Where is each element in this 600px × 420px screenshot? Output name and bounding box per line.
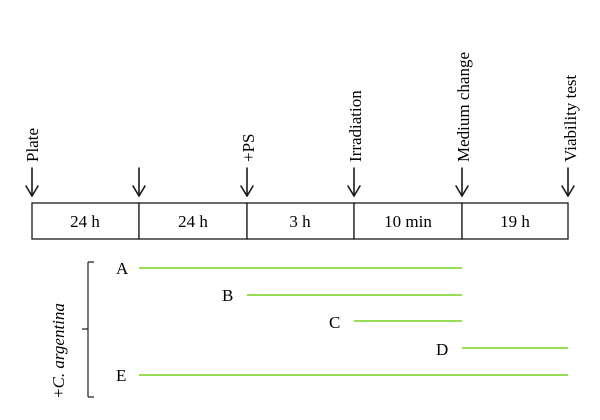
interval-label-5: 19 h [500, 212, 530, 231]
event-arrow-medium-change [455, 167, 469, 197]
group-bracket [82, 261, 94, 398]
condition-label-e: E [116, 366, 126, 385]
interval-box-5 [461, 202, 569, 240]
event-label-irradiation: Irradiation [346, 90, 365, 162]
group-label: +C. argentina [49, 303, 68, 398]
interval-box-1 [31, 202, 140, 240]
event-label-plate: Plate [23, 128, 42, 162]
event-label-viability-test: Viability test [561, 74, 580, 162]
interval-label-3: 3 h [289, 212, 311, 231]
interval-label-2: 24 h [178, 212, 208, 231]
event-arrow-unlabeled [132, 167, 146, 197]
event-arrow-irradiation [347, 167, 361, 197]
event-arrow-viability-test [561, 167, 575, 197]
interval-label-4: 10 min [384, 212, 432, 231]
condition-label-d: D [436, 340, 448, 359]
group-label-species: C. argentina [49, 303, 68, 388]
interval-box-4 [353, 202, 463, 240]
event-label-ps: +PS [239, 134, 258, 163]
event-arrow-ps [240, 167, 254, 197]
event-arrow-plate [25, 167, 39, 197]
condition-label-a: A [116, 259, 129, 278]
condition-label-b: B [222, 286, 233, 305]
event-label-medium-change: Medium change [454, 52, 473, 162]
interval-label-1: 24 h [70, 212, 100, 231]
group-label-prefix: + [49, 388, 68, 398]
condition-label-c: C [329, 313, 340, 332]
